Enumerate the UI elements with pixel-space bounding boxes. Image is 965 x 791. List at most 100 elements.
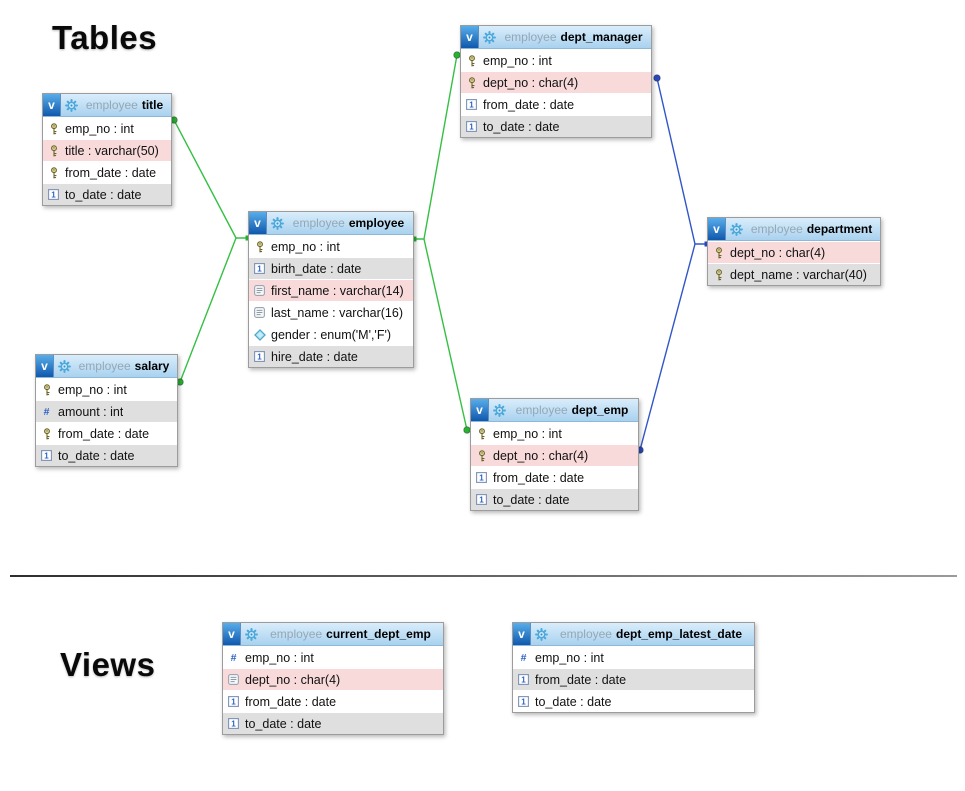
db-table-employee[interactable]: v employee employee emp_no : int 1 birth_d…	[248, 211, 414, 368]
schema-prefix: employee	[750, 222, 803, 236]
column-row-birth_date[interactable]: 1 birth_date : date	[249, 257, 413, 279]
db-table-title[interactable]: v employee title emp_no : int title : var…	[42, 93, 172, 206]
views-section-heading: Views	[60, 646, 156, 683]
table-title: employee dept_emp	[506, 403, 638, 417]
key-icon	[712, 246, 725, 259]
view-badge-icon: v	[36, 355, 54, 377]
enum-icon	[253, 328, 266, 341]
column-row-title[interactable]: title : varchar(50)	[43, 139, 171, 161]
view-badge-icon: v	[708, 218, 726, 240]
column-text: emp_no : int	[65, 121, 134, 136]
date-icon: 1	[475, 494, 488, 505]
column-row-amount[interactable]: # amount : int	[36, 400, 177, 422]
column-text: from_date : date	[535, 672, 627, 687]
gear-icon	[245, 627, 258, 641]
view-badge-icon: v	[43, 94, 61, 116]
db-table-header[interactable]: v employee salary	[36, 355, 177, 378]
table-name: salary	[134, 359, 170, 373]
db-table-header[interactable]: v employee employee	[249, 212, 413, 235]
column-row-from_date[interactable]: from_date : date	[36, 422, 177, 444]
column-row-from_date[interactable]: 1 from_date : date	[513, 668, 754, 690]
column-text: from_date : date	[58, 426, 150, 441]
column-row-hire_date[interactable]: 1 hire_date : date	[249, 345, 413, 367]
db-table-header[interactable]: v employee dept_manager	[461, 26, 651, 49]
relationship-line-salary-employee[interactable]	[179, 237, 237, 383]
column-row-emp_no[interactable]: emp_no : int	[471, 422, 638, 444]
relationship-line-title-employee[interactable]	[173, 119, 248, 239]
column-text: first_name : varchar(14)	[271, 283, 404, 298]
column-row-from_date[interactable]: from_date : date	[43, 161, 171, 183]
text-icon	[253, 307, 266, 318]
date-icon: 1	[253, 351, 266, 362]
column-text: amount : int	[58, 404, 124, 419]
column-row-gender[interactable]: gender : enum('M','F')	[249, 323, 413, 345]
table-name: dept_emp	[571, 403, 629, 417]
db-table-header[interactable]: v employee department	[708, 218, 880, 241]
gear-icon	[58, 359, 71, 373]
table-title: employee title	[78, 98, 171, 112]
db-table-header[interactable]: v employee current_dept_emp	[223, 623, 443, 646]
key-icon	[712, 268, 725, 281]
relationship-line-employee-dept_manager[interactable]	[414, 54, 458, 240]
number-icon: #	[227, 652, 240, 663]
db-table-dept_emp_latest_date[interactable]: v employee dept_emp_latest_date #emp_no …	[512, 622, 755, 713]
key-icon	[47, 144, 60, 157]
column-row-dept_no[interactable]: dept_no : char(4)	[223, 668, 443, 690]
view-badge-icon: v	[513, 623, 531, 645]
column-text: from_date : date	[65, 165, 157, 180]
column-row-emp_no[interactable]: emp_no : int	[36, 378, 177, 400]
column-row-emp_no[interactable]: emp_no : int	[461, 49, 651, 71]
column-text: from_date : date	[493, 470, 585, 485]
column-row-dept_no[interactable]: dept_no : char(4)	[461, 71, 651, 93]
db-table-header[interactable]: v employee dept_emp	[471, 399, 638, 422]
table-name: title	[141, 98, 164, 112]
column-row-dept_name[interactable]: dept_name : varchar(40)	[708, 263, 880, 285]
svg-text:1: 1	[479, 473, 484, 482]
db-table-salary[interactable]: v employee salary emp_no : int # amount : …	[35, 354, 178, 467]
column-row-emp_no[interactable]: #emp_no : int	[223, 646, 443, 668]
column-text: birth_date : date	[271, 261, 362, 276]
number-icon: #	[40, 406, 53, 417]
column-row-dept_no[interactable]: dept_no : char(4)	[708, 241, 880, 263]
date-icon: 1	[227, 718, 240, 729]
svg-text:1: 1	[521, 697, 526, 706]
column-row-last_name[interactable]: last_name : varchar(16)	[249, 301, 413, 323]
svg-text:1: 1	[257, 352, 262, 361]
table-title: employee current_dept_emp	[258, 627, 443, 641]
svg-text:1: 1	[231, 719, 236, 728]
column-row-from_date[interactable]: 1 from_date : date	[471, 466, 638, 488]
schema-prefix: employee	[504, 30, 557, 44]
date-icon: 1	[227, 696, 240, 707]
view-badge-icon: v	[249, 212, 267, 234]
db-table-department[interactable]: v employee department dept_no : char(4)d…	[707, 217, 881, 286]
relationship-line-employee-dept_emp[interactable]	[423, 238, 468, 431]
db-table-header[interactable]: v employee dept_emp_latest_date	[513, 623, 754, 646]
column-text: emp_no : int	[271, 239, 340, 254]
date-icon: 1	[465, 99, 478, 110]
column-row-emp_no[interactable]: emp_no : int	[43, 117, 171, 139]
column-row-first_name[interactable]: first_name : varchar(14)	[249, 279, 413, 301]
date-icon: 1	[517, 674, 530, 685]
db-table-header[interactable]: v employee title	[43, 94, 171, 117]
date-icon: 1	[253, 263, 266, 274]
relationship-line-dept_emp-department[interactable]	[639, 243, 696, 451]
schema-prefix: employee	[78, 359, 131, 373]
column-row-emp_no[interactable]: emp_no : int	[249, 235, 413, 257]
gear-icon	[483, 30, 496, 44]
view-badge-icon: v	[223, 623, 241, 645]
column-text: hire_date : date	[271, 349, 358, 364]
db-table-current_dept_emp[interactable]: v employee current_dept_emp #emp_no : in…	[222, 622, 444, 735]
relationship-line-dept_manager-department[interactable]	[656, 77, 707, 245]
column-row-emp_no[interactable]: #emp_no : int	[513, 646, 754, 668]
column-row-dept_no[interactable]: dept_no : char(4)	[471, 444, 638, 466]
